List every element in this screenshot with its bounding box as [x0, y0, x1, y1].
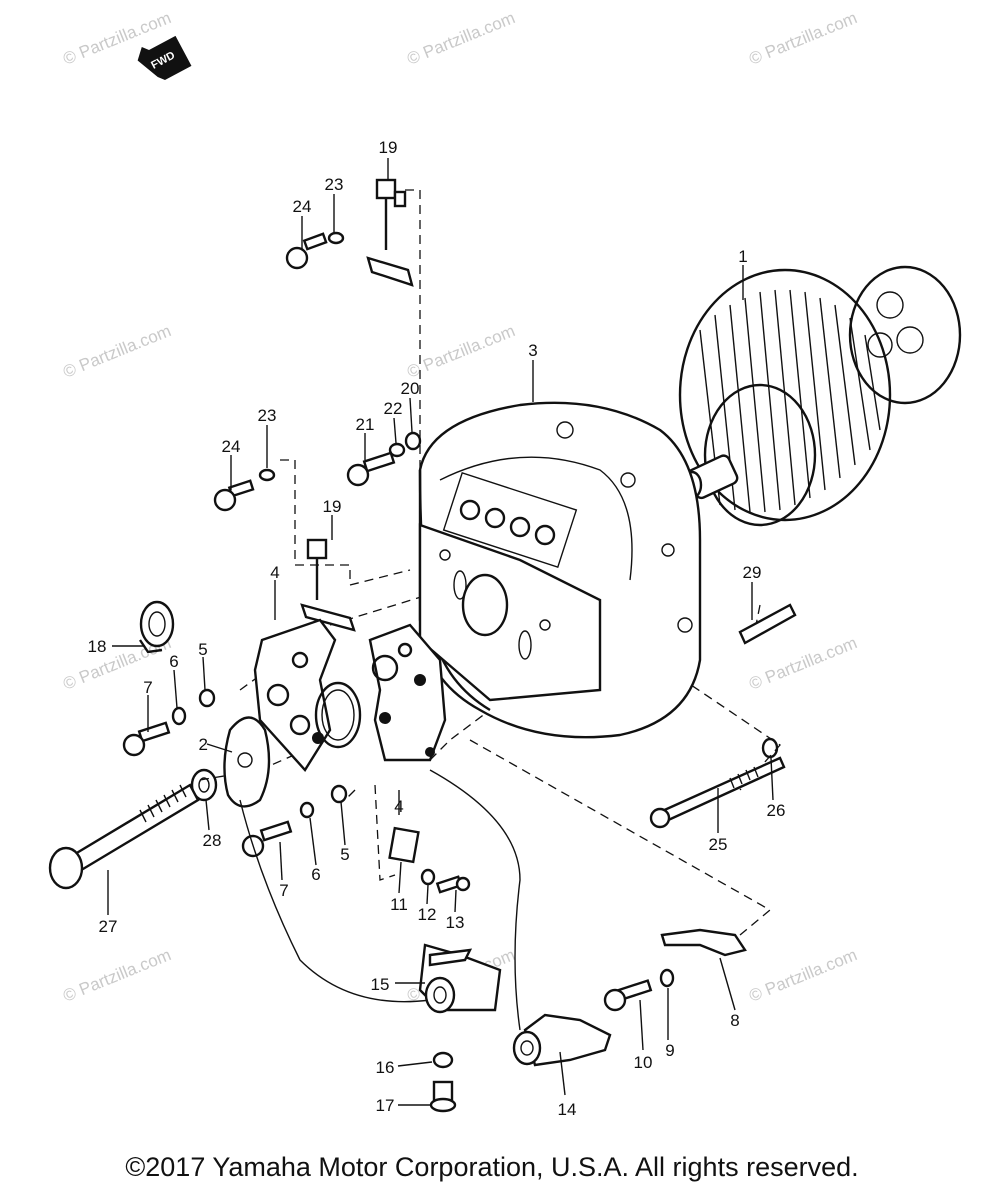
watermark: © Partzilla.com [746, 945, 859, 1006]
callout-3: 3 [528, 341, 537, 360]
callout-23-lower: 23 [258, 406, 277, 425]
callout-28: 28 [203, 831, 222, 850]
watermark: © Partzilla.com [746, 8, 859, 69]
callout-29: 29 [743, 563, 762, 582]
condenser-wires [239, 769, 521, 1031]
callout-4-left: 4 [270, 563, 279, 582]
watermark: © Partzilla.com [404, 321, 517, 382]
terminal-upper [366, 178, 414, 287]
callout-22: 22 [384, 399, 403, 418]
watermark: © Partzilla.com [404, 8, 517, 69]
stator-bolt [649, 737, 786, 829]
forward-arrow-icon: FWD [137, 35, 192, 81]
cam-plate [223, 716, 271, 808]
callout-21: 21 [356, 415, 375, 434]
callout-7-lower: 7 [279, 881, 288, 900]
callout-4-right: 4 [394, 797, 403, 816]
copyright-notice: ©2017 Yamaha Motor Corporation, U.S.A. A… [125, 1152, 859, 1182]
gasket-ring [314, 681, 362, 749]
callout-15: 15 [371, 975, 390, 994]
callout-27: 27 [99, 917, 118, 936]
callout-5-lower: 5 [340, 845, 349, 864]
screw-upper [285, 231, 345, 270]
condenser-clip [139, 600, 175, 654]
callout-2: 2 [199, 735, 208, 754]
callout-23-upper: 23 [325, 175, 344, 194]
callout-1: 1 [738, 247, 747, 266]
callout-12: 12 [418, 905, 437, 924]
callout-24-upper: 24 [293, 197, 312, 216]
part-callouts: 1 2 3 4 4 5 5 6 6 7 7 8 9 10 11 12 13 14… [88, 138, 786, 1119]
callout-leaders [107, 158, 774, 1106]
breaker-point-right [368, 623, 447, 762]
terminal-lower [300, 538, 356, 632]
callout-16: 16 [376, 1058, 395, 1077]
callout-6-upper: 6 [169, 652, 178, 671]
callout-20: 20 [401, 379, 420, 398]
callout-13: 13 [446, 913, 465, 932]
callout-14: 14 [558, 1100, 577, 1119]
callout-5-upper: 5 [198, 640, 207, 659]
condenser-upper [418, 943, 502, 1014]
callout-24-lower: 24 [222, 437, 241, 456]
long-bolt [48, 768, 218, 890]
pin [738, 603, 797, 645]
callout-10: 10 [634, 1053, 653, 1072]
callout-11: 11 [390, 895, 408, 914]
rotor [678, 265, 962, 527]
screw-washer-set-upper [122, 688, 216, 757]
callout-17: 17 [376, 1096, 395, 1115]
callout-25: 25 [709, 835, 728, 854]
screw-stator [346, 431, 422, 487]
bracket-set [603, 928, 747, 1012]
callout-19-upper: 19 [379, 138, 398, 157]
screw-lower [213, 468, 276, 512]
callout-26: 26 [767, 801, 786, 820]
callout-8: 8 [730, 1011, 739, 1030]
lead-terminal [388, 826, 471, 894]
callout-9: 9 [665, 1041, 674, 1060]
callout-7-upper: 7 [143, 678, 152, 697]
callout-6-lower: 6 [311, 865, 320, 884]
watermark: © Partzilla.com [746, 633, 859, 694]
condenser-lower [512, 1013, 612, 1067]
watermark: © Partzilla.com [60, 321, 173, 382]
callout-18: 18 [88, 637, 107, 656]
condenser-screw [429, 1051, 457, 1113]
watermark: © Partzilla.com [60, 945, 173, 1006]
breaker-point-left [253, 618, 337, 772]
callout-19-lower: 19 [323, 497, 342, 516]
stator-housing [418, 401, 702, 739]
